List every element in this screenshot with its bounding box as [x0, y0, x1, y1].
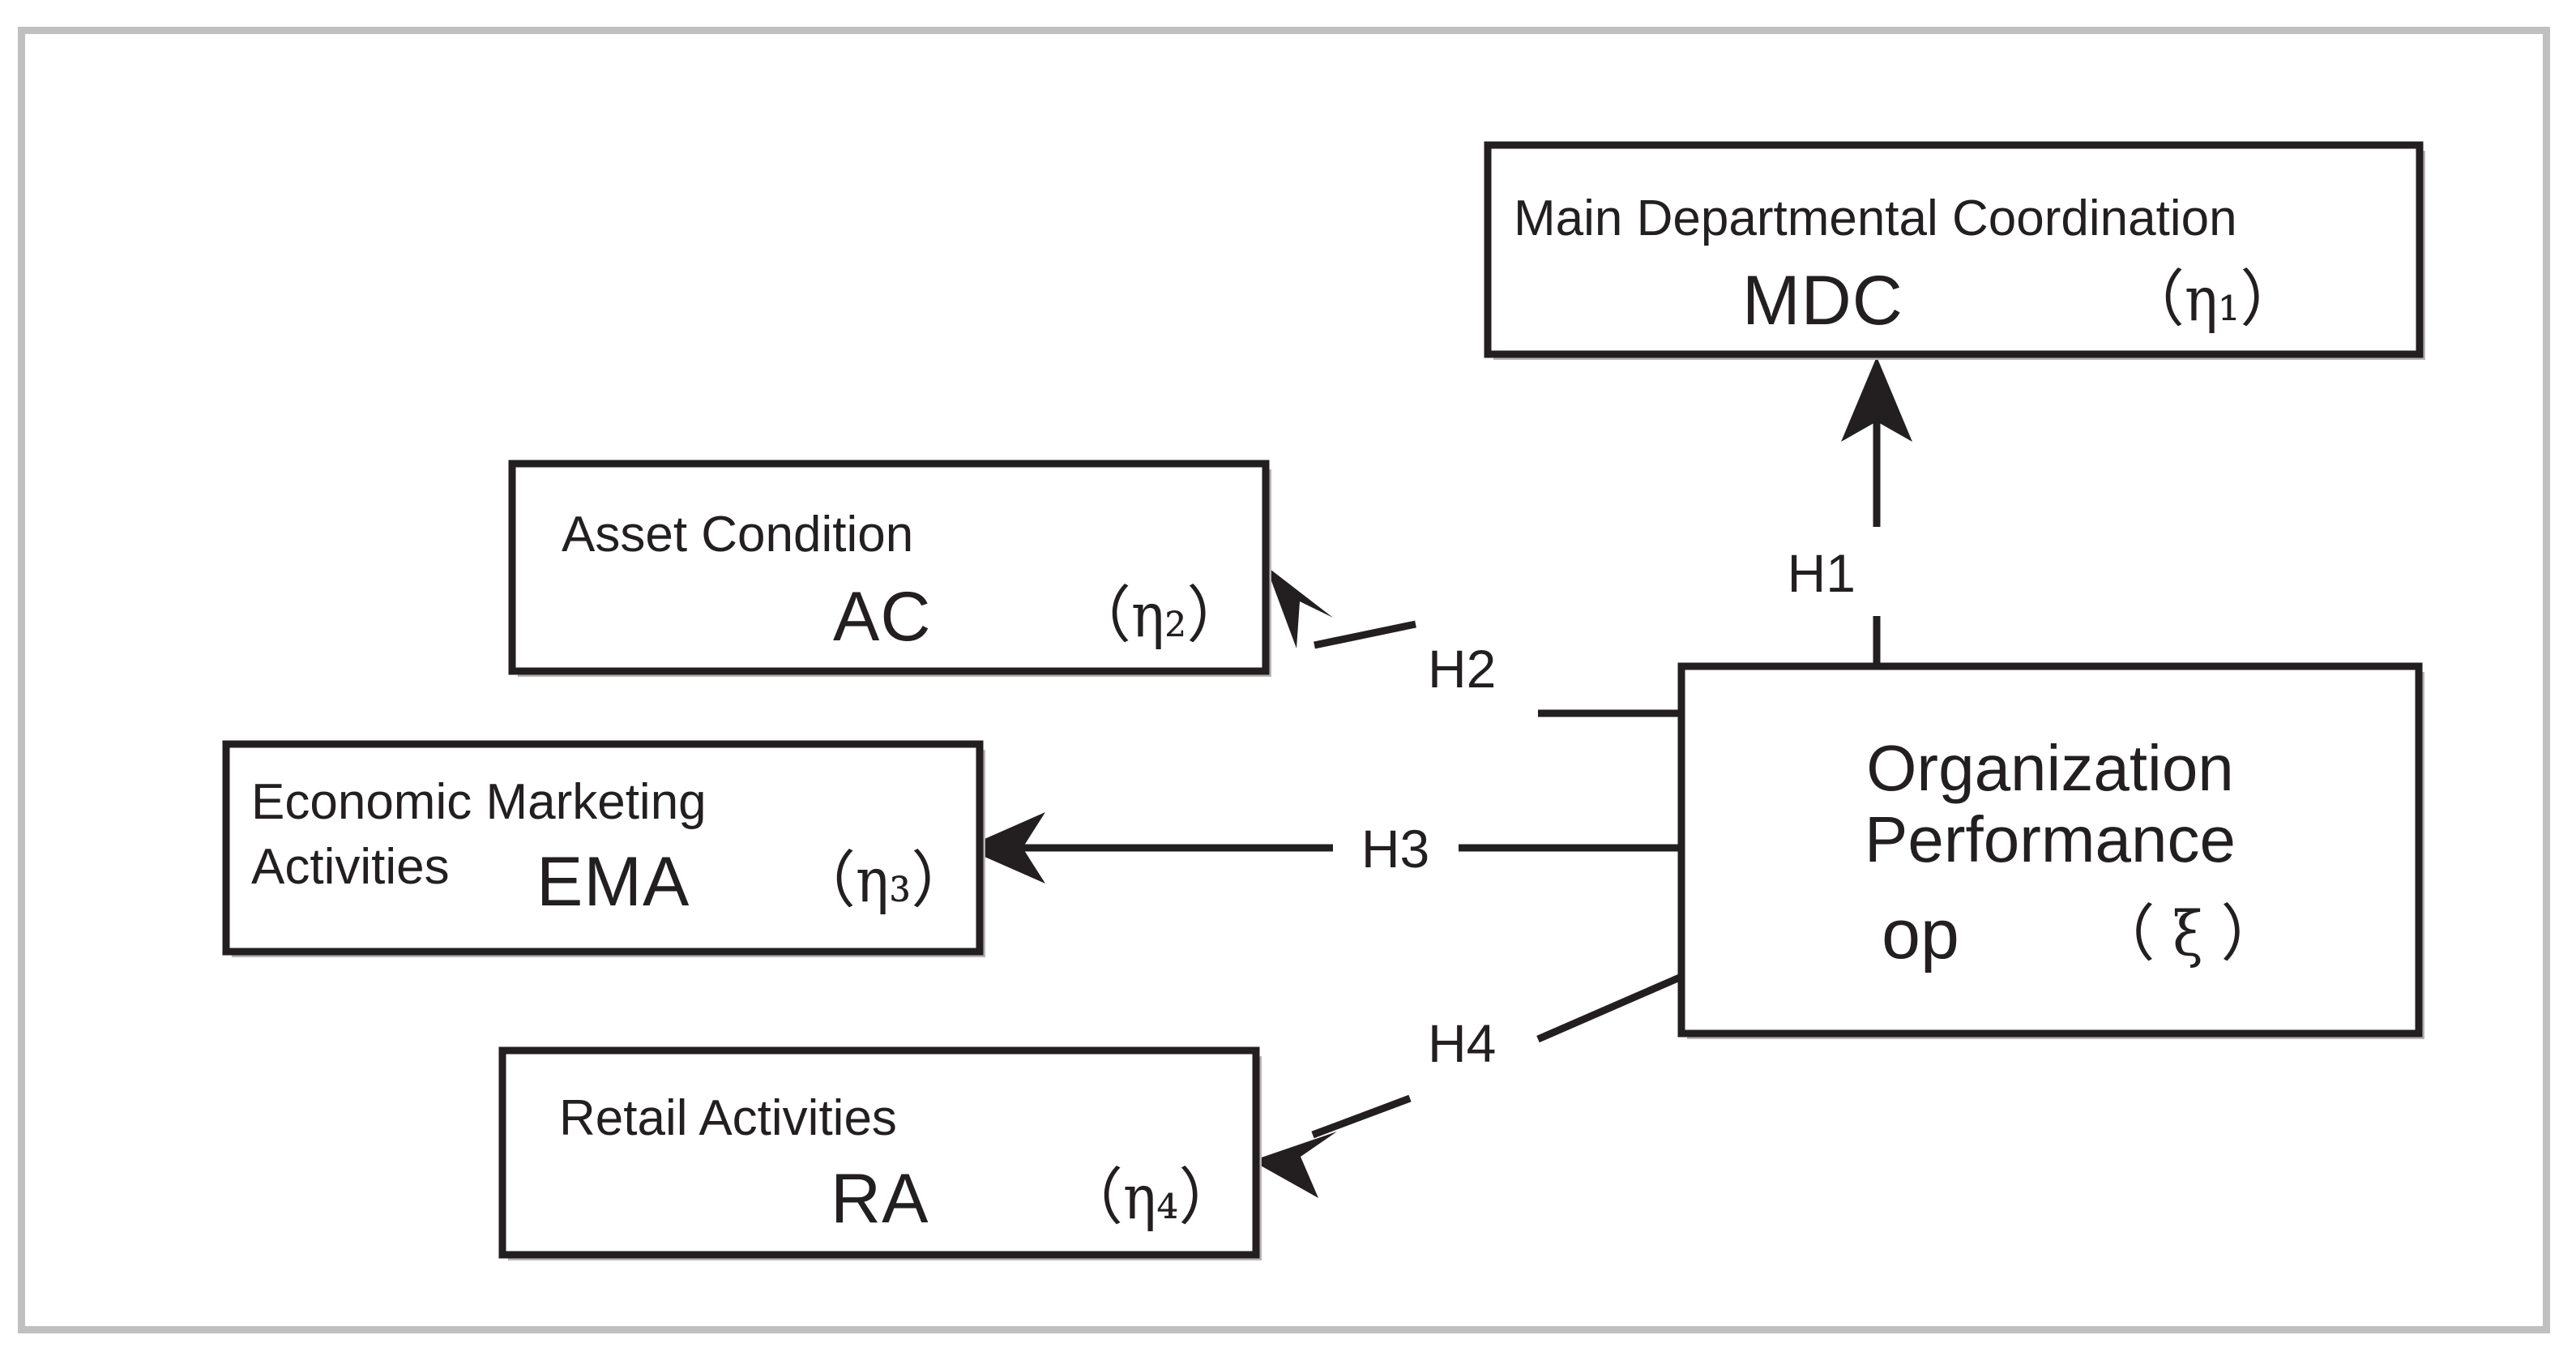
- link-h2-label: H2: [1428, 639, 1496, 699]
- node-ema[interactable]: Economic Marketing Activities EMA （η₃）: [222, 740, 985, 957]
- node-ra-title: Retail Activities: [559, 1090, 897, 1146]
- link-h4-line-upper: [1536, 973, 1683, 1043]
- node-ra-symbol: （η₄）: [1062, 1161, 1240, 1233]
- link-h2: H2: [1266, 566, 1681, 717]
- node-op[interactable]: Organization Performance op （ ξ ）: [1677, 662, 2424, 1039]
- node-ac-box[interactable]: [508, 460, 1270, 675]
- node-ema-acronym: EMA: [536, 843, 690, 921]
- link-h4-line-lower: [1311, 1094, 1412, 1139]
- node-ema-box[interactable]: [222, 740, 984, 956]
- node-op-title-line1: Organization: [1866, 732, 2234, 804]
- node-mdc-acronym: MDC: [1742, 262, 1903, 340]
- node-ra-box[interactable]: [498, 1046, 1260, 1259]
- link-h4-label: H4: [1428, 1013, 1496, 1073]
- node-ema-symbol: （η₃）: [794, 844, 972, 916]
- node-ac-symbol: （η₂）: [1070, 579, 1248, 651]
- link-h2-arrowhead: [1266, 566, 1333, 648]
- link-h2-line-upper: [1314, 620, 1416, 649]
- node-mdc[interactable]: Main Departmental Coordination MDC （η₁）: [1484, 141, 2425, 360]
- node-mdc-title: Main Departmental Coordination: [1514, 190, 2237, 246]
- link-h1-arrowhead: [1841, 357, 1912, 442]
- node-op-box[interactable]: [1677, 662, 2423, 1038]
- link-h4: H4: [1252, 973, 1683, 1198]
- link-h1-label: H1: [1788, 543, 1856, 603]
- link-h3: H3: [964, 812, 1681, 884]
- link-h3-label: H3: [1361, 819, 1429, 879]
- node-ac-acronym: AC: [833, 578, 931, 656]
- node-ema-title-line1: Economic Marketing: [251, 774, 707, 830]
- link-h3-arrowhead: [964, 812, 1045, 884]
- node-mdc-symbol: （η₁）: [2123, 263, 2301, 335]
- node-ra-acronym: RA: [831, 1160, 929, 1238]
- node-op-title-line2: Performance: [1865, 803, 2236, 875]
- node-ema-title-line2: Activities: [251, 839, 450, 895]
- node-mdc-box[interactable]: [1484, 141, 2424, 358]
- node-op-symbol: （ ξ ）: [2093, 897, 2282, 969]
- node-op-acronym: op: [1882, 896, 1959, 973]
- link-h1: H1: [1788, 357, 1912, 666]
- node-ra[interactable]: Retail Activities RA （η₄）: [498, 1046, 1262, 1260]
- node-ac[interactable]: Asset Condition AC （η₂）: [508, 460, 1271, 677]
- node-ac-title: Asset Condition: [562, 507, 913, 563]
- link-h4-arrowhead: [1252, 1132, 1337, 1198]
